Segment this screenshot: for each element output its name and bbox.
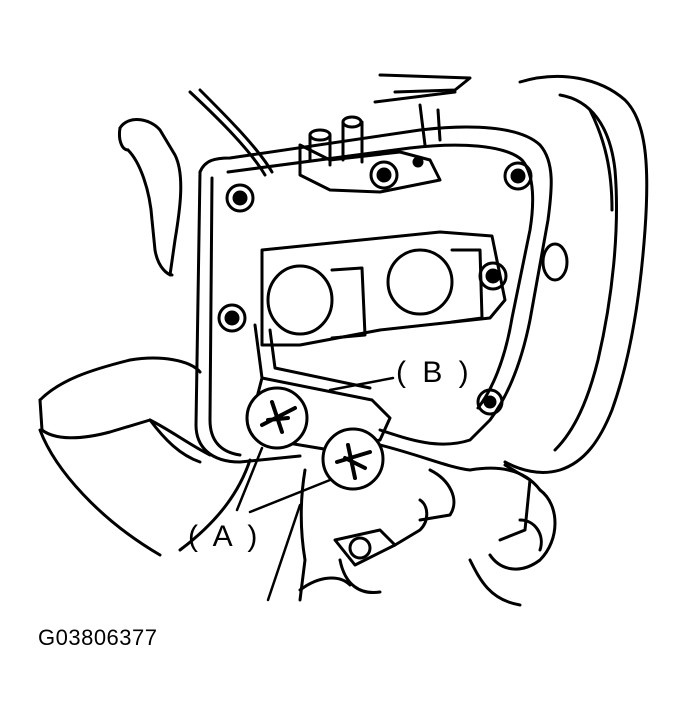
figure-id: G03806377 [38,625,158,650]
callout-leader-lines [235,376,395,602]
cylinder-head-housing [503,75,649,474]
hose-pipes [188,73,472,177]
callout-label-b: ( B ) [396,356,473,389]
left-hose [118,118,183,277]
clip-detail-circles [245,386,385,491]
valve-cover [194,125,553,464]
lower-engine-body [38,356,557,607]
cover-bolts [217,156,533,416]
pcv-nipples [308,103,442,167]
callout-label-a: ( A ) [188,520,262,553]
